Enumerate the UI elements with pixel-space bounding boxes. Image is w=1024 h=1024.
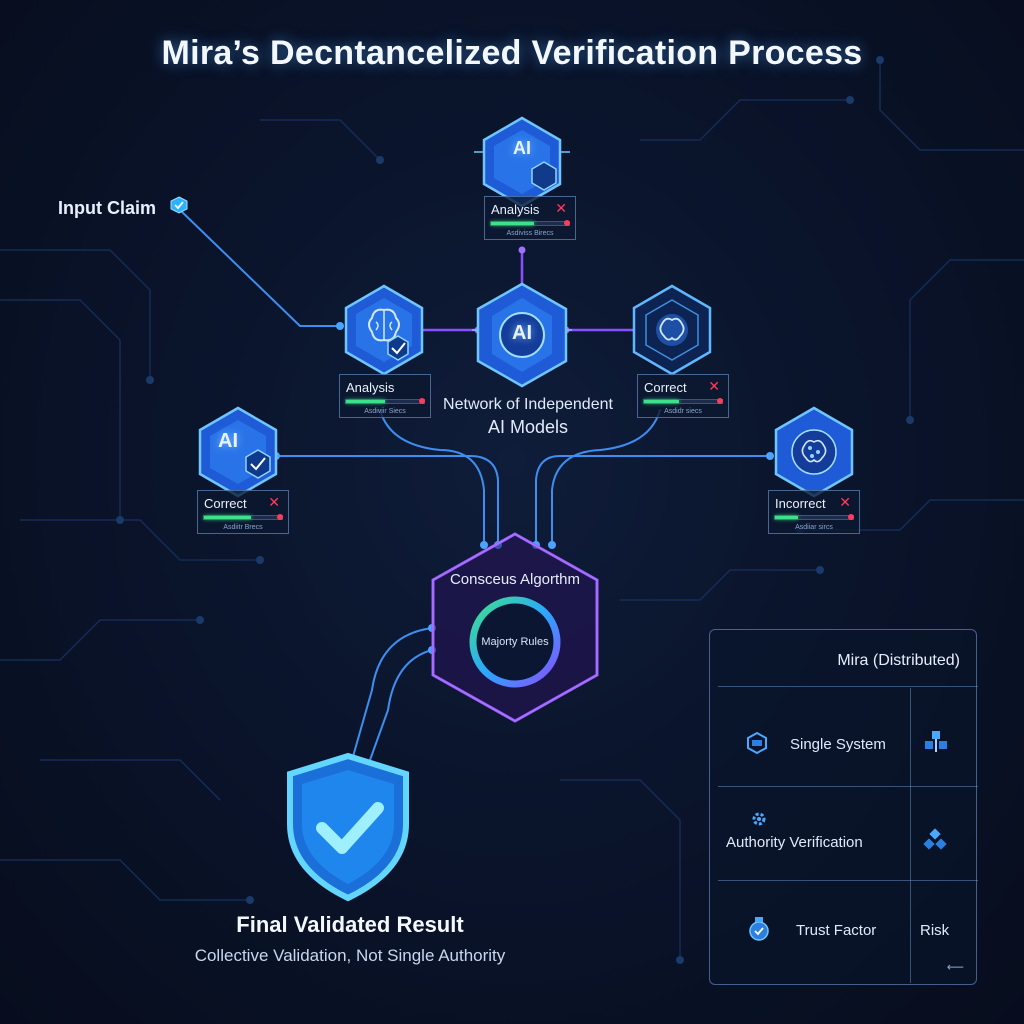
close-icon: ✕ <box>708 378 720 394</box>
majority-rules-label: Majorty Rules <box>481 636 549 648</box>
panel-row-2-left: Authority Verification <box>726 834 863 851</box>
panel-column-divider <box>910 688 911 983</box>
status-card-right: Correct ✕ Asdidr siecs <box>637 374 729 418</box>
status-card-top: Analysis ✕ Asdiviss Birecs <box>484 196 576 240</box>
panel-divider <box>718 880 978 881</box>
close-icon: ✕ <box>839 494 851 510</box>
progress-fill <box>775 516 799 519</box>
gear-icon <box>752 812 766 826</box>
progress-fill <box>346 400 385 403</box>
cube-icon <box>170 196 188 214</box>
diamond-cluster-icon <box>923 828 947 850</box>
progress-bar <box>774 515 854 520</box>
progress-fill <box>491 222 534 225</box>
progress-fill <box>644 400 680 403</box>
progress-bar <box>490 221 570 226</box>
page-title: Mira’s Decntancelized Verification Proce… <box>161 34 863 72</box>
network-label-line2: AI Models <box>487 417 569 437</box>
status-dot <box>277 514 283 520</box>
ai-text: AI <box>513 138 531 158</box>
brain-circuit-icon <box>774 406 854 498</box>
final-result-subtitle: Collective Validation, Not Single Author… <box>194 946 506 965</box>
final-result-title: Final Validated Result <box>236 912 464 937</box>
status-caption: Asdiviss Birecs <box>506 230 554 237</box>
wire-right-to-consensus <box>551 409 661 546</box>
status-label: Correct <box>204 496 247 511</box>
status-caption: Asdiiar sircs <box>795 524 833 531</box>
panel-row-3-left: Trust Factor <box>796 922 877 939</box>
shield-check-icon <box>287 752 409 902</box>
status-caption: Asdidr siecs <box>664 408 702 415</box>
ai-node-far-left[interactable]: AI <box>188 402 288 502</box>
network-label: Network of Independent AI Models <box>418 396 638 438</box>
status-label: Analysis <box>491 202 540 217</box>
ai-text: AI <box>512 322 532 344</box>
hexagon-chip-icon <box>472 282 572 388</box>
status-dot <box>419 398 425 404</box>
comparison-panel: Mira (Distributed) Single System Authori… <box>709 629 978 985</box>
arrow-left-icon: ⟵ <box>946 960 964 974</box>
panel-row-3-right: Risk <box>920 922 950 939</box>
input-claim-label: Input Claim <box>58 198 156 218</box>
consensus-title: Consceus Algorthm <box>449 571 581 588</box>
progress-fill <box>204 516 251 519</box>
status-card-far-left: Correct ✕ Asdiitr Brecs <box>197 490 289 534</box>
wire-far-right-to-consensus <box>535 455 771 546</box>
ai-node-right[interactable] <box>622 280 722 380</box>
panel-row-1-left: Single System <box>790 736 886 753</box>
hexagon-chip-icon <box>474 116 570 212</box>
panel-divider <box>718 686 978 687</box>
status-card-left: Analysis Asdiviir Siecs <box>339 374 431 418</box>
ai-node-far-right[interactable] <box>764 402 864 502</box>
badge-medal-icon <box>749 917 769 941</box>
status-label: Correct <box>644 380 687 395</box>
status-caption: Asdiitr Brecs <box>223 524 263 531</box>
progress-bar <box>643 399 723 404</box>
close-icon: ✕ <box>555 200 567 216</box>
status-caption: Asdiviir Siecs <box>364 408 406 415</box>
wire-consensus-to-shield-1 <box>351 627 433 761</box>
status-dot <box>848 514 854 520</box>
progress-bar <box>345 399 425 404</box>
wire-consensus-to-shield-2 <box>369 649 433 761</box>
status-label: Incorrect <box>775 496 826 511</box>
network-nodes-icon <box>925 731 947 752</box>
wire-far-left-to-consensus <box>275 455 499 546</box>
status-dot <box>717 398 723 404</box>
ai-node-top[interactable]: AI <box>472 112 572 212</box>
close-icon: ✕ <box>268 494 280 510</box>
ai-node-left[interactable] <box>334 280 434 380</box>
wire-input-to-left <box>179 209 341 327</box>
brain-outline-icon <box>632 284 712 376</box>
consensus-hexagon <box>431 532 599 723</box>
wire-left-to-consensus <box>379 409 485 546</box>
network-label-line1: Network of Independent <box>443 396 613 413</box>
status-card-far-right: Incorrect ✕ Asdiiar sircs <box>768 490 860 534</box>
ai-node-center[interactable]: AI <box>472 280 572 390</box>
status-label: Analysis <box>346 380 395 395</box>
panel-title: Mira (Distributed) <box>837 652 960 669</box>
server-icon <box>747 731 767 755</box>
progress-bar <box>203 515 283 520</box>
panel-divider <box>718 786 978 787</box>
status-dot <box>564 220 570 226</box>
ai-text: AI <box>218 430 238 452</box>
brain-check-icon <box>344 284 424 376</box>
hexagon-chip-icon <box>198 406 278 498</box>
